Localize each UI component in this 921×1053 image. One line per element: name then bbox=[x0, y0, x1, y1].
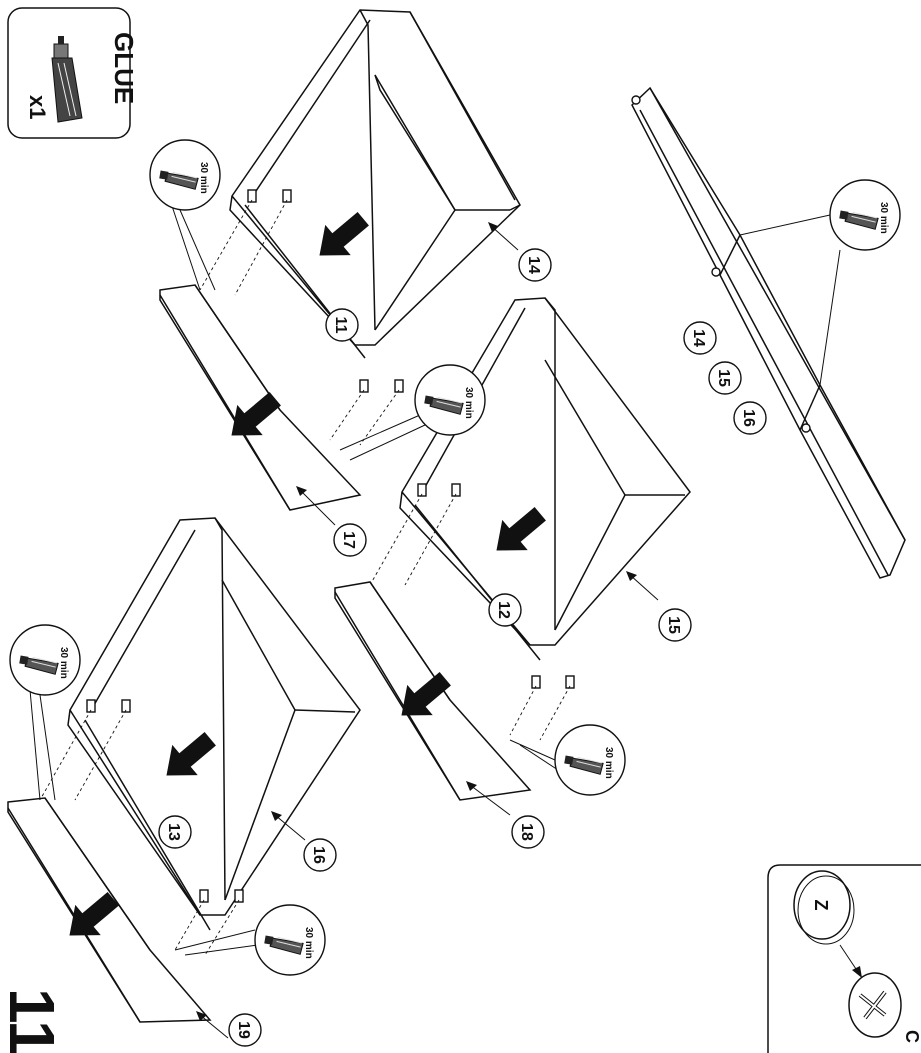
svg-text:17: 17 bbox=[340, 531, 357, 549]
svg-text:15: 15 bbox=[715, 369, 732, 387]
svg-text:11: 11 bbox=[332, 317, 349, 334]
svg-text:14: 14 bbox=[690, 329, 707, 347]
glue-tube-icon bbox=[51, 36, 83, 123]
dowel-pins bbox=[86, 699, 244, 903]
part-badge-18: 18 bbox=[511, 815, 545, 849]
glue-callout: 30 min bbox=[509, 724, 626, 796]
glue-time-label: 30 min bbox=[878, 202, 889, 234]
part-badge-14: 14 bbox=[518, 248, 552, 282]
glue-quantity: x1 bbox=[25, 95, 50, 119]
glue-callout: 30 min bbox=[339, 364, 486, 461]
glue-time-label: 30 min bbox=[198, 162, 209, 194]
svg-text:19: 19 bbox=[235, 1021, 252, 1039]
drawer-assembly-top bbox=[159, 9, 521, 511]
part-badge-11: 11 bbox=[325, 308, 359, 342]
svg-text:13: 13 bbox=[165, 823, 182, 841]
part-badge-16: 16 bbox=[303, 838, 337, 872]
svg-text:12: 12 bbox=[495, 601, 512, 619]
svg-text:16: 16 bbox=[740, 409, 757, 427]
part-badge-15: 15 bbox=[658, 608, 692, 642]
dowel-pins bbox=[247, 189, 404, 393]
svg-text:Z: Z bbox=[811, 900, 831, 911]
glue-callout: 30 min bbox=[174, 904, 326, 976]
dowel-pins bbox=[417, 483, 575, 689]
glue-time-label: 30 min bbox=[303, 927, 314, 959]
cam-hole-icon bbox=[848, 972, 902, 1038]
part-badge-12: 12 bbox=[488, 593, 522, 627]
side-panel-assembly bbox=[631, 86, 906, 579]
hardware-box: Z C bbox=[767, 864, 921, 1053]
glue-time-label: 30 min bbox=[58, 647, 69, 679]
step-number: 11 bbox=[0, 988, 68, 1053]
hardware-letter-c: C bbox=[902, 1030, 921, 1043]
part-badge-17: 17 bbox=[333, 523, 367, 557]
svg-text:15: 15 bbox=[665, 616, 682, 634]
glue-callout: 30 min bbox=[9, 624, 81, 801]
svg-text:14: 14 bbox=[525, 256, 542, 274]
part-badge-19: 19 bbox=[228, 1013, 262, 1047]
glue-callout: 30 min bbox=[739, 179, 901, 386]
drawer-assembly-middle bbox=[334, 297, 691, 801]
part-badge-14-list: 14 bbox=[683, 321, 717, 355]
part-badge-16-list: 16 bbox=[733, 401, 767, 435]
glue-time-label: 30 min bbox=[603, 747, 614, 779]
drawer-assembly-bottom bbox=[7, 517, 361, 1023]
cam-lock-icon: Z bbox=[793, 870, 855, 945]
svg-text:18: 18 bbox=[518, 823, 535, 841]
glue-time-label: 30 min bbox=[463, 387, 474, 419]
glue-box: GLUE x1 bbox=[7, 7, 139, 139]
svg-text:16: 16 bbox=[310, 846, 327, 864]
glue-label: GLUE bbox=[109, 32, 139, 104]
part-badge-15-list: 15 bbox=[708, 361, 742, 395]
part-leaders bbox=[196, 222, 659, 1039]
part-badge-13: 13 bbox=[158, 815, 192, 849]
glue-callout: 30 min bbox=[149, 139, 221, 291]
